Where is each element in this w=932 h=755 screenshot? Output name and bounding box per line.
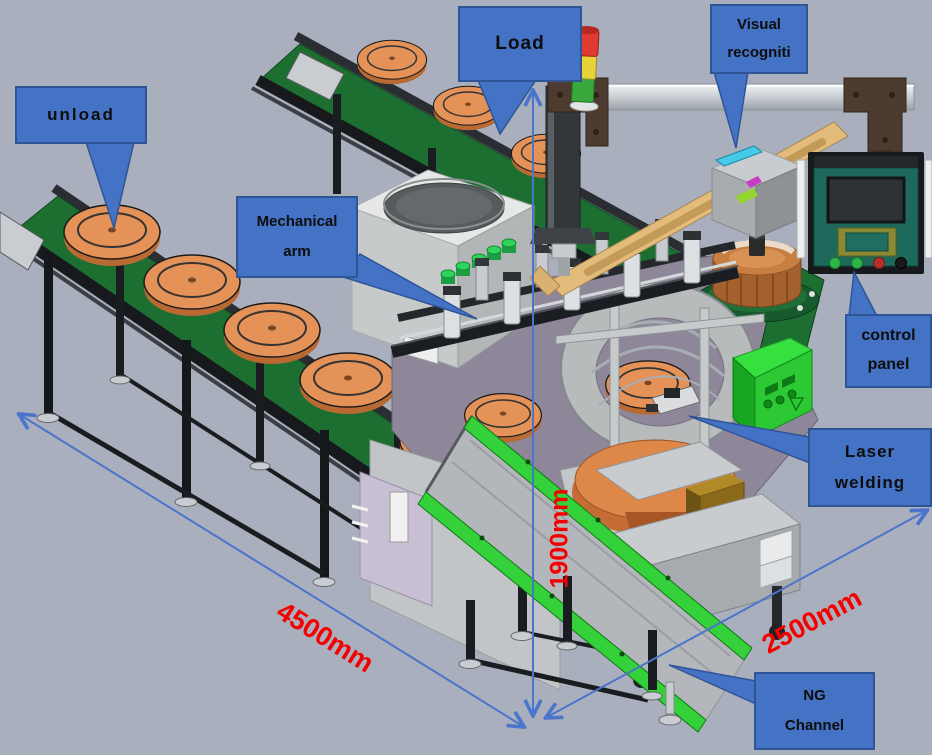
callout-unload-text: unload xyxy=(47,105,115,124)
callout-visual-line2: recogniti xyxy=(727,44,791,61)
green-machine xyxy=(732,337,814,440)
callout-load: Load xyxy=(458,6,582,82)
callout-ng-line2: Channel xyxy=(784,717,845,734)
workpiece-disc xyxy=(299,352,397,414)
panel-button-red xyxy=(873,257,885,269)
callout-mech-line2: arm xyxy=(283,243,311,260)
dimension-line-depth xyxy=(549,512,924,716)
callout-laser-line1: Laser xyxy=(844,441,896,461)
workpiece-disc xyxy=(356,39,428,85)
callout-tail-control-panel xyxy=(848,269,879,317)
callout-load-text: Load xyxy=(495,33,545,54)
workpiece-disc xyxy=(63,204,161,266)
callout-unload: unload xyxy=(15,86,147,144)
callout-control-line2: panel xyxy=(867,356,910,373)
callout-ng-line1: NG xyxy=(803,687,826,704)
callout-ng-channel: NG Channel xyxy=(754,672,875,750)
callout-laser-welding: Laser welding xyxy=(808,428,932,507)
callout-control-line1: control xyxy=(861,327,916,345)
panel-button-black xyxy=(895,257,907,269)
laser-head xyxy=(646,385,701,415)
dimension-line-length xyxy=(22,416,521,725)
workpiece-disc xyxy=(143,254,241,316)
callout-laser-line2: welding xyxy=(834,472,906,492)
panel-button-green xyxy=(829,257,841,269)
workpiece-disc xyxy=(223,302,321,364)
callout-mechanical-arm: Mechanical arm xyxy=(236,196,358,278)
callout-mech-line1: Mechanical xyxy=(256,213,338,230)
control-panel-device xyxy=(796,152,932,274)
panel-screen xyxy=(826,176,906,224)
callout-control-panel: control panel xyxy=(845,314,932,388)
camera-icon xyxy=(714,145,764,167)
callout-visual-recognition: Visual recogniti xyxy=(710,4,808,74)
dimension-lines xyxy=(22,94,924,725)
panel-button-green xyxy=(851,257,863,269)
dimension-height-label: 1900mm xyxy=(545,488,574,589)
callout-visual-line1: Visual xyxy=(737,15,781,33)
